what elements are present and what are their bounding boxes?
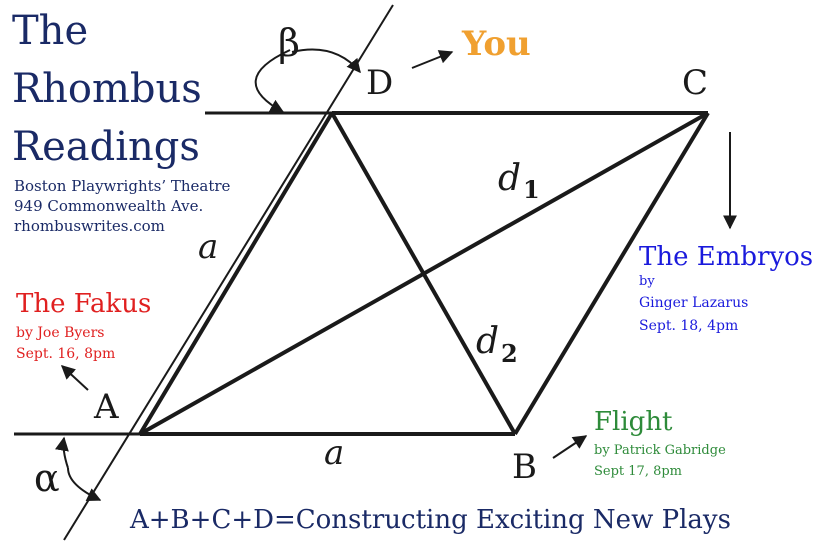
arrow-a-to-fakus xyxy=(60,365,89,391)
angle-label-alpha: α xyxy=(34,456,60,500)
play-fakus-date: Sept. 16, 8pm xyxy=(16,346,115,362)
side-cb xyxy=(513,111,710,436)
venue-address: 949 Commonwealth Ave. xyxy=(14,197,203,215)
vertex-label-b: B xyxy=(512,447,537,487)
play-fakus-title: The Fakus xyxy=(16,289,151,319)
diagonal-label-d2: d xyxy=(476,321,499,362)
angle-label-beta: β xyxy=(278,21,300,65)
play-flight-title: Flight xyxy=(594,407,673,437)
play-fakus-byline: by Joe Byers xyxy=(16,325,104,341)
alpha-arc-lower xyxy=(67,467,102,501)
alpha-arc-upper xyxy=(55,436,69,469)
beta-arc-lower xyxy=(254,49,291,113)
play-flight-date: Sept 17, 8pm xyxy=(594,464,682,479)
vertex-label-d: D xyxy=(366,63,393,103)
play-embryos-author: Ginger Lazarus xyxy=(639,295,748,311)
beta-arc-upper xyxy=(291,48,361,74)
title-line-1: The xyxy=(12,8,88,54)
diagonal-d2 xyxy=(330,112,517,435)
title-line-2: Rhombus xyxy=(12,66,202,112)
play-flight-byline: by Patrick Gabridge xyxy=(594,443,726,458)
you-label: You xyxy=(461,24,531,64)
play-embryos-by: by xyxy=(639,274,655,289)
vertex-label-c: C xyxy=(682,63,708,103)
play-embryos-title: The Embryos xyxy=(639,242,813,272)
arrow-d-to-you xyxy=(411,50,454,69)
play-embryos-date: Sept. 18, 4pm xyxy=(639,318,738,334)
tagline: A+B+C+D=Constructing Exciting New Plays xyxy=(129,505,731,535)
side-label-bottom: a xyxy=(324,433,344,473)
side-ad xyxy=(138,111,334,436)
venue-name: Boston Playwrights’ Theatre xyxy=(14,177,231,195)
slanted-extension-line xyxy=(63,4,394,541)
title-line-3: Readings xyxy=(12,124,200,170)
side-label-left: a xyxy=(198,227,218,267)
diagonal-label-d1: d xyxy=(498,158,521,199)
venue-website: rhombuswrites.com xyxy=(14,217,165,235)
diagonal-label-d1-subscript: 1 xyxy=(523,175,540,204)
diagonal-label-d2-subscript: 2 xyxy=(501,339,518,368)
arrow-b-to-flight xyxy=(552,435,588,459)
vertex-label-a: A xyxy=(93,387,119,427)
